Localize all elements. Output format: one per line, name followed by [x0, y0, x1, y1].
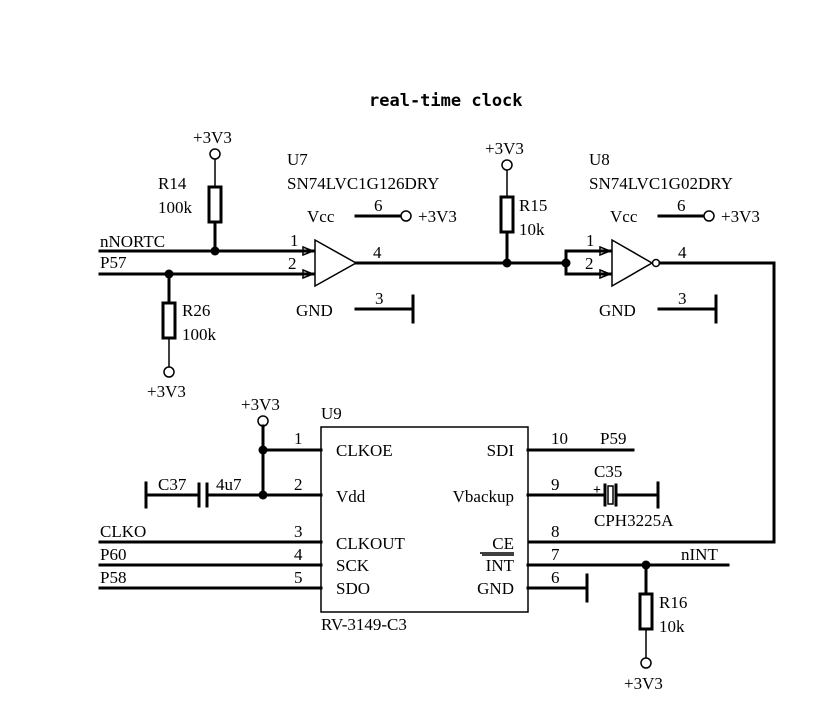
u9-pin2-num: 2: [294, 475, 303, 494]
r16-power-label: +3V3: [624, 674, 663, 693]
u9-pin-sdi: SDI: [487, 441, 515, 460]
u7-ref: U7: [287, 150, 308, 169]
r14-power-label: +3V3: [193, 128, 232, 147]
r16-resistor: [638, 592, 654, 631]
u7-vcc-terminal: [400, 210, 412, 222]
u8-gnd-label: GND: [599, 301, 636, 320]
u9-ref: U9: [321, 404, 342, 423]
r15-ref: R15: [519, 196, 547, 215]
u9-pin-clkoe: CLKOE: [336, 441, 393, 460]
u9-pin-clkout: CLKOUT: [336, 534, 406, 553]
u9-pin1-num: 1: [294, 429, 303, 448]
u9-pin10-num: 10: [551, 429, 568, 448]
c37-ref: C37: [158, 475, 187, 494]
u7-pin6-num: 6: [374, 196, 383, 215]
u7-vcc-power-label: +3V3: [418, 207, 457, 226]
u9-pin9-num: 9: [551, 475, 560, 494]
net-p57: P57: [100, 253, 127, 272]
r26-resistor: [161, 301, 177, 340]
u9-pin-int: INT: [486, 556, 515, 575]
u8-vcc-power-label: +3V3: [721, 207, 760, 226]
u7-gnd-label: GND: [296, 301, 333, 320]
r26-power-terminal: [163, 366, 175, 378]
c35-polarity: +: [593, 483, 601, 498]
net-nint: nINT: [681, 545, 718, 564]
u8-ref: U8: [589, 150, 610, 169]
u7-vcc-label: Vcc: [307, 207, 335, 226]
u9-pin-vbackup: Vbackup: [453, 487, 514, 506]
u9-pin4-num: 4: [294, 545, 303, 564]
u8-pin3-num: 3: [678, 289, 687, 308]
u7-pin4-num: 4: [373, 243, 382, 262]
r14-ref: R14: [158, 174, 187, 193]
u9-pin5-num: 5: [294, 568, 303, 587]
r26-power-label: +3V3: [147, 382, 186, 401]
u9-pin3-num: 3: [294, 522, 303, 541]
r15-value: 10k: [519, 220, 545, 239]
r16-power-terminal: [640, 657, 652, 669]
c35-ref: C35: [594, 462, 622, 481]
u9-pin-ce: CE: [492, 534, 514, 553]
u9-part: RV-3149-C3: [321, 615, 407, 634]
net-nnortc: nNORTC: [100, 232, 165, 251]
r14-value: 100k: [158, 198, 193, 217]
net-p60: P60: [100, 545, 126, 564]
u9-pin-sdo: SDO: [336, 579, 370, 598]
r16-ref: R16: [659, 593, 687, 612]
u8-pin2-num: 2: [585, 254, 594, 273]
u8-output-bubble: [651, 258, 661, 268]
u9-power-label: +3V3: [241, 395, 280, 414]
r15-power-label: +3V3: [485, 139, 524, 158]
c37-value: 4u7: [216, 475, 242, 494]
r14-power-terminal: [209, 148, 221, 160]
net-p59: P59: [600, 429, 626, 448]
net-clko: CLKO: [100, 522, 146, 541]
u9-pin8-num: 8: [551, 522, 560, 541]
c35-value: CPH3225A: [594, 511, 674, 530]
u8-vcc-label: Vcc: [610, 207, 638, 226]
u8-part: SN74LVC1G02DRY: [589, 174, 733, 193]
junction: [258, 490, 268, 500]
u7-pin1-num: 1: [290, 231, 299, 250]
u7-pin3-num: 3: [375, 289, 384, 308]
u7-part: SN74LVC1G126DRY: [287, 174, 439, 193]
u7-pin2-num: 2: [288, 254, 297, 273]
c35-capacitor: [607, 485, 614, 505]
r26-value: 100k: [182, 325, 217, 344]
u8-nor-symbol: [611, 238, 654, 288]
u7-buffer-symbol: [314, 238, 358, 288]
u9-pin-sck: SCK: [336, 556, 370, 575]
u8-pin6-num: 6: [677, 196, 686, 215]
u9-body: [320, 426, 529, 613]
net-p58: P58: [100, 568, 126, 587]
r16-value: 10k: [659, 617, 685, 636]
u8-pin4-num: 4: [678, 243, 687, 262]
u8-vcc-terminal: [703, 210, 715, 222]
page-title: real-time clock: [369, 91, 523, 111]
u9-pin6-num: 6: [551, 568, 560, 587]
u9-pin-gnd: GND: [477, 579, 514, 598]
u8-pin1-num: 1: [586, 231, 595, 250]
u9-pin7-num: 7: [551, 545, 560, 564]
r14-resistor: [207, 185, 223, 224]
r15-power-terminal: [501, 159, 513, 171]
r15-resistor: [499, 195, 515, 234]
u9-pin-vdd: Vdd: [336, 487, 366, 506]
r26-ref: R26: [182, 301, 210, 320]
junction: [258, 445, 268, 455]
